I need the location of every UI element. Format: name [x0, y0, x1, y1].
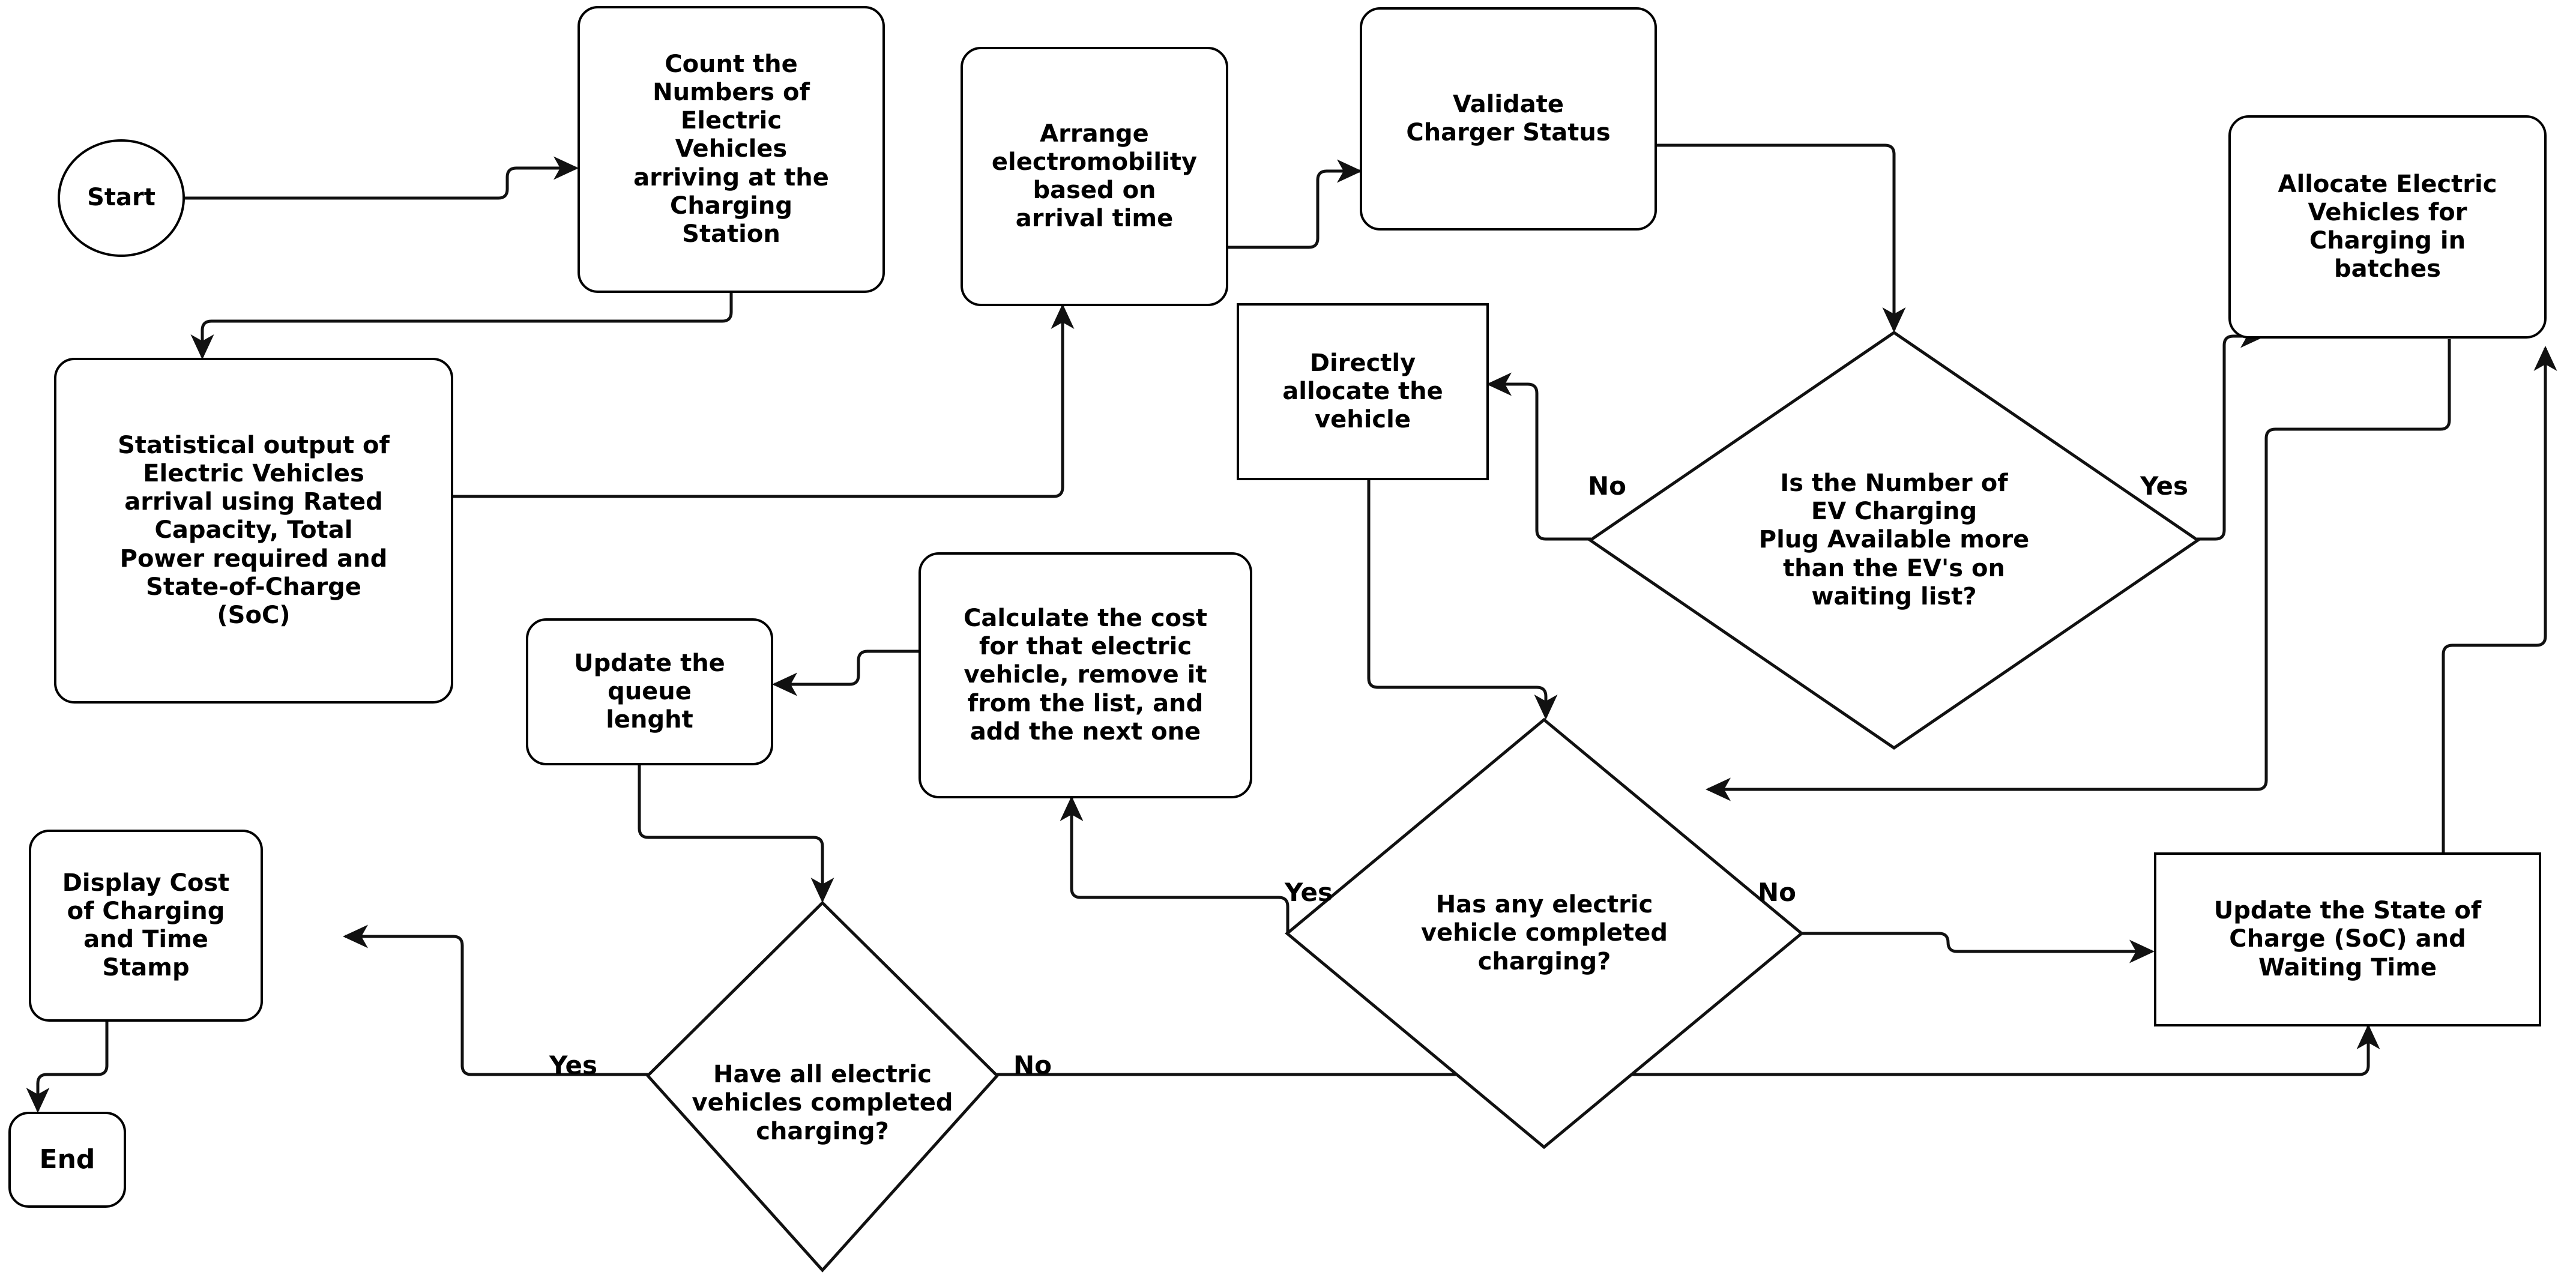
edge-validate-to-plugs: [1657, 143, 1906, 333]
decision-all-completed[interactable]: Have all electric vehicles completed cha…: [645, 900, 1000, 1273]
node-start[interactable]: Start: [58, 139, 185, 257]
node-calculate-cost-label: Calculate the cost for that electric veh…: [964, 604, 1207, 746]
edge-all-yes-to-display: [342, 924, 648, 1076]
edge-start-to-count: [124, 156, 579, 200]
decision-any-completed-label: Has any electric vehicle completed charg…: [1420, 891, 1668, 975]
edge-label-plugs-yes: Yes: [2140, 471, 2189, 501]
node-directly-allocate[interactable]: Directly allocate the vehicle: [1237, 303, 1489, 480]
edge-statistical-to-arrange: [453, 303, 1075, 498]
edge-count-to-statistical: [190, 292, 733, 360]
node-start-label: Start: [87, 184, 155, 212]
node-update-soc[interactable]: Update the State of Charge (SoC) and Wai…: [2154, 852, 2541, 1026]
node-calculate-cost[interactable]: Calculate the cost for that electric veh…: [918, 552, 1252, 798]
edge-label-all-no: No: [1013, 1050, 1052, 1080]
edge-any-no-to-updatesoc: [1801, 932, 2155, 963]
node-count-evs[interactable]: Count the Numbers of Electric Vehicles a…: [578, 6, 885, 293]
node-validate-charger-label: Validate Charger Status: [1406, 90, 1611, 146]
decision-plugs-available[interactable]: Is the Number of EV Charging Plug Availa…: [1588, 330, 2200, 750]
decision-plugs-available-label: Is the Number of EV Charging Plug Availa…: [1758, 469, 2030, 610]
node-update-soc-label: Update the State of Charge (SoC) and Wai…: [2213, 897, 2482, 981]
edge-label-any-yes: Yes: [1285, 878, 1333, 907]
edge-display-to-end: [26, 1020, 109, 1114]
edge-queue-to-all: [638, 765, 834, 903]
decision-any-completed[interactable]: Has any electric vehicle completed charg…: [1285, 717, 1804, 1150]
node-update-queue-label: Update the queue lenght: [574, 649, 725, 734]
edge-label-any-no: No: [1758, 878, 1797, 907]
edge-updatesoc-to-allocate: [2442, 345, 2557, 855]
node-end-label: End: [39, 1144, 95, 1175]
edge-label-all-yes: Yes: [549, 1050, 598, 1080]
node-arrange-electromobility-label: Arrange electromobility based on arrival…: [991, 119, 1198, 233]
node-count-evs-label: Count the Numbers of Electric Vehicles a…: [633, 50, 829, 248]
node-allocate-batches-label: Allocate Electric Vehicles for Charging …: [2278, 170, 2497, 283]
node-directly-allocate-label: Directly allocate the vehicle: [1282, 349, 1443, 434]
node-statistical-output-label: Statistical output of Electric Vehicles …: [118, 431, 390, 629]
node-end[interactable]: End: [8, 1112, 126, 1208]
edge-plugs-no-to-direct: [1486, 372, 1591, 541]
edge-calculate-to-queue: [771, 650, 918, 696]
node-validate-charger[interactable]: Validate Charger Status: [1360, 7, 1657, 231]
edge-label-plugs-no: No: [1588, 471, 1627, 501]
node-allocate-batches[interactable]: Allocate Electric Vehicles for Charging …: [2228, 115, 2547, 339]
decision-all-completed-label: Have all electric vehicles completed cha…: [692, 1061, 953, 1145]
node-arrange-electromobility[interactable]: Arrange electromobility based on arrival…: [961, 47, 1228, 306]
edge-direct-to-any: [1367, 480, 1558, 720]
decision-all-completed-shape: [645, 900, 1000, 1273]
node-display-cost[interactable]: Display Cost of Charging and Time Stamp: [29, 830, 263, 1022]
edge-arrange-to-validate: [1228, 159, 1363, 249]
node-display-cost-label: Display Cost of Charging and Time Stamp: [62, 869, 230, 982]
node-statistical-output[interactable]: Statistical output of Electric Vehicles …: [54, 358, 453, 704]
edge-any-yes-to-calculate: [1060, 795, 1290, 933]
edge-plugs-yes-to-allocate: [2197, 324, 2266, 541]
node-update-queue[interactable]: Update the queue lenght: [526, 618, 773, 765]
